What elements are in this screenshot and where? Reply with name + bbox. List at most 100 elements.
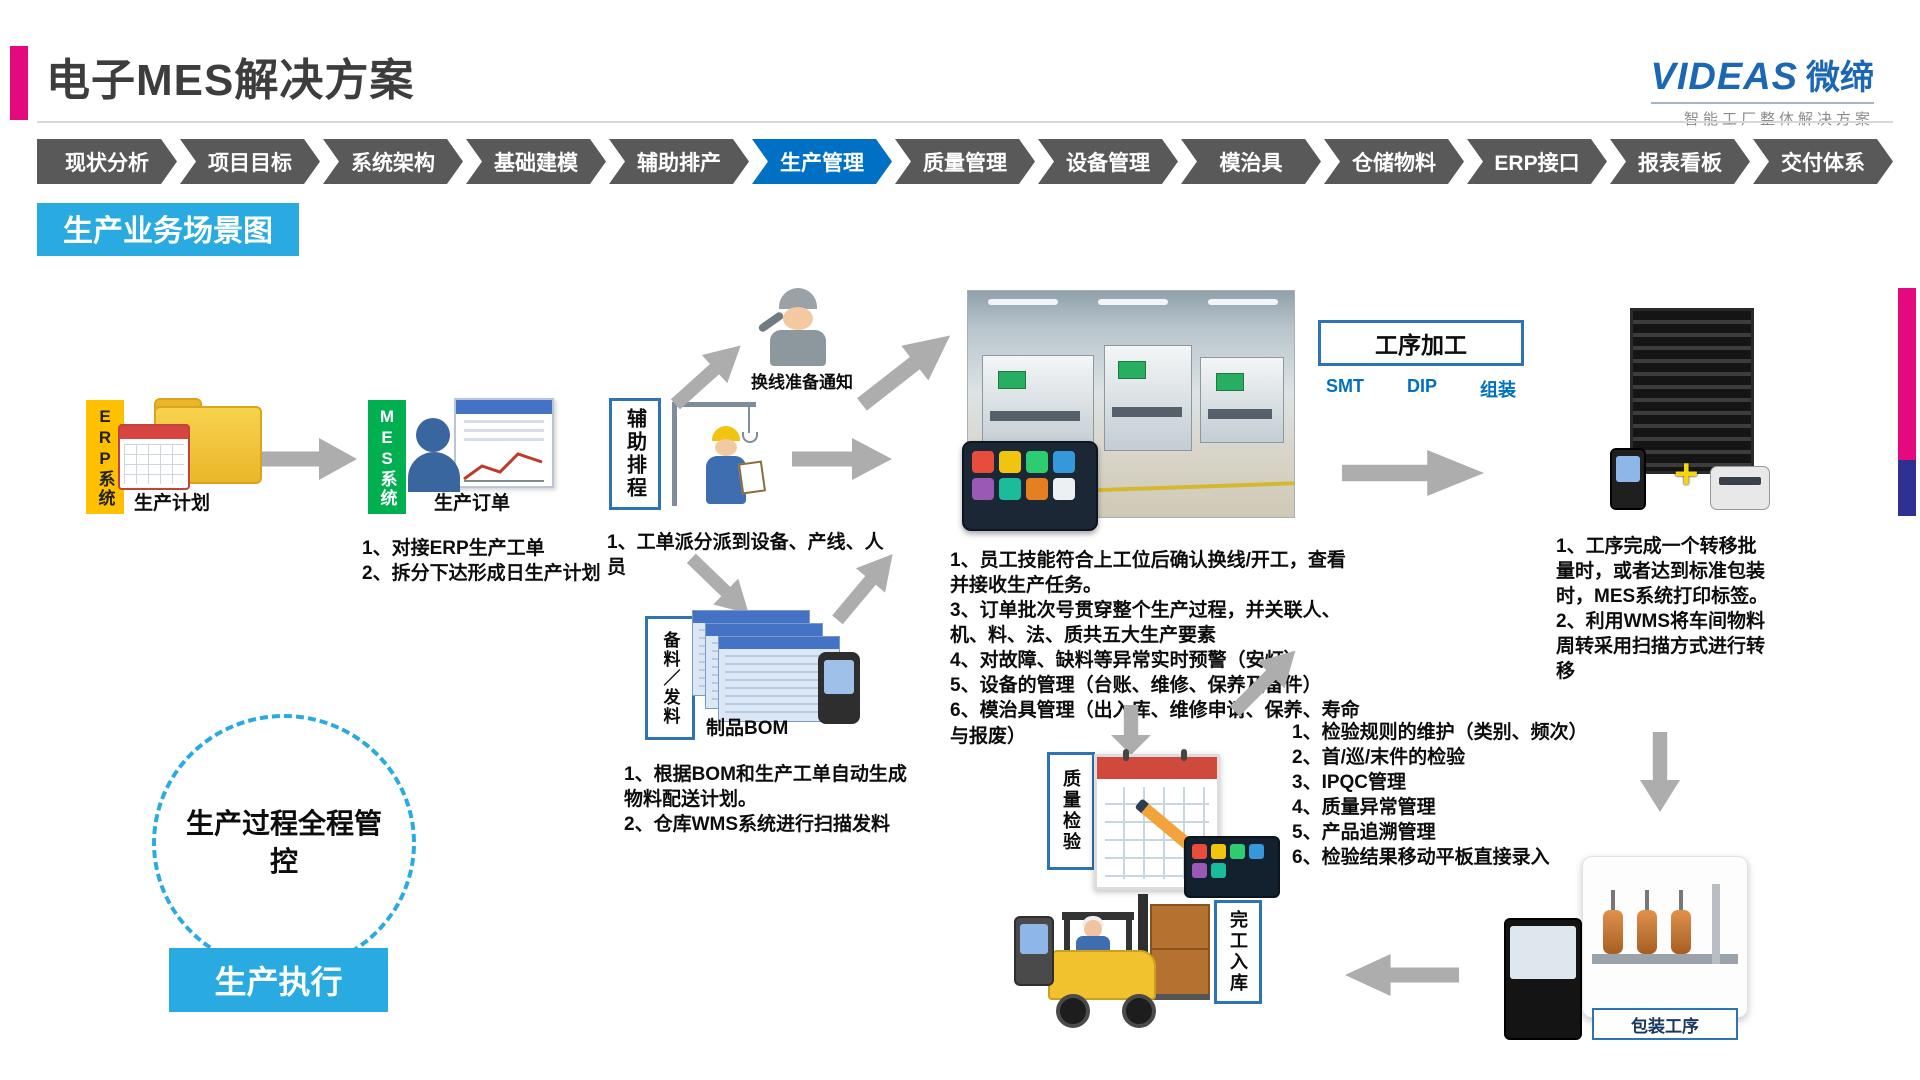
app-tile [1026,451,1048,473]
ceiling-light [988,299,1058,305]
calendar-header [1097,757,1217,779]
production-plan-caption: 生产计划 [134,493,211,514]
tab-basic-modeling[interactable]: 基础建模 [466,139,606,184]
machine-screen [1118,361,1146,379]
tab-aux-scheduling[interactable]: 辅助排产 [609,139,749,184]
person-body-shape [408,452,460,492]
app-tile-grid [1186,838,1278,884]
crane-hook [742,432,758,443]
crane-arm [672,402,756,407]
module-nav: 现状分析 项目目标 系统架构 基础建模 辅助排产 生产管理 质量管理 设备管理 … [37,139,1893,184]
quality-check-image [1094,746,1280,898]
forklift-fork [1138,994,1210,1000]
order-chart-icon [463,452,544,482]
handheld-terminal-icon [1610,448,1646,510]
worker-helmet [712,426,740,441]
arrow-dispatch-to-line [792,438,892,480]
tab-current-status[interactable]: 现状分析 [37,139,177,184]
production-execution-button[interactable]: 生产执行 [169,948,388,1012]
app-tile [999,451,1021,473]
production-order-icon [408,398,568,492]
mes-notes: 1、对接ERP生产工单 2、拆分下达形成日生产计划 [362,538,601,585]
material-notes: 1、根据BOM和生产工单自动生成物料配送计划。 2、仓库WMS系统进行扫描发料 [624,764,907,836]
forklift-image [1014,890,1214,1040]
rack-body [1630,308,1754,474]
brand-logo-cn: 微缔 [1806,59,1874,97]
calendar-icon [118,424,190,490]
machine-screen [1216,373,1244,391]
clipboard-icon [737,460,767,495]
app-tile [1192,844,1207,859]
tab-report-dashboard[interactable]: 报表看板 [1610,139,1750,184]
mes-system-ribbon: MES系统 [368,400,406,514]
app-tile [1249,844,1264,859]
process-step-box: 工序加工 [1318,320,1524,366]
material-issue-box: 备料／发料 [645,616,695,740]
transfer-notes: 1、工序完成一个转移批量时，或者达到标准包装时，MES系统打印标签。 2、利用W… [1556,536,1769,683]
forklift-wheel [1122,994,1156,1028]
stage-dip: DIP [1406,376,1437,396]
page-title: 电子MES解决方案 [46,56,415,105]
worker-face [783,307,813,330]
app-tile [1230,844,1245,859]
edge-pink-bar [1898,288,1916,460]
changeover-worker-icon [755,286,839,366]
tab-production-mgmt[interactable]: 生产管理 [752,139,892,184]
packing-station-image: 包装工序 [1504,856,1748,1040]
process-stages: SMT DIP 组装 [1318,376,1524,402]
forklift-post [1064,918,1070,954]
worker-body [770,330,826,366]
app-tile [972,451,994,473]
magazine-rack-image: + [1610,308,1770,510]
handheld-terminal-icon [1504,918,1582,1040]
tab-erp-interface[interactable]: ERP接口 [1467,139,1607,184]
brand-logo-row: VIDEAS 微缔 [1651,50,1874,99]
brand-logo-text: VIDEAS [1650,56,1798,98]
production-plan-icon [118,398,268,490]
tab-delivery-system[interactable]: 交付体系 [1753,139,1893,184]
tab-quality-mgmt[interactable]: 质量管理 [895,139,1035,184]
erp-system-ribbon: ERP系统 [86,400,124,514]
section-title: 生产业务场景图 [37,203,299,256]
quality-check-box: 质量检验 [1047,752,1095,870]
smt-machine-shape [982,355,1094,449]
worker-helmet [779,288,817,309]
arrow-rack-to-packing [1640,732,1680,812]
tab-system-architecture[interactable]: 系统架构 [323,139,463,184]
aux-scheduling-notes: 1、工单派分派到设备、产线、人员 [607,532,884,579]
person-icon [416,418,450,452]
brush-stem [1645,890,1649,912]
document-lines [464,420,544,444]
crane-mast [672,402,677,506]
app-tile [1053,478,1075,500]
tab-project-goals[interactable]: 项目目标 [180,139,320,184]
arrow-packing-to-warehouse [1345,954,1459,996]
conveyor-brush [1603,910,1623,954]
worker-face [715,439,737,456]
brush-stem [1611,890,1615,912]
process-control-text: 生产过程全程管控 [185,808,382,877]
app-tile [1053,451,1075,473]
order-document-icon [454,398,554,488]
plus-sign: + [1674,450,1699,497]
quality-tablet-icon [1184,836,1280,898]
crane-cable [748,407,750,433]
arrow-erp-to-mes [262,438,357,480]
tab-warehouse-materials[interactable]: 仓储物料 [1324,139,1464,184]
tab-mold-tooling[interactable]: 模治具 [1181,139,1321,184]
edge-blue-bar [1898,460,1916,516]
machine-screen [998,371,1026,389]
machine-slot [1208,409,1272,419]
app-tile [1211,863,1226,878]
production-mgmt-notes: 1、员工技能符合上工位后确认换线/开工，查看并接收生产任务。 3、订单批次号贯穿… [950,550,1360,747]
app-tile [1211,844,1226,859]
calendar-ring [1181,749,1187,761]
stage-assembly: 组装 [1479,380,1516,400]
driver-head [1084,920,1102,938]
stage-smt: SMT [1326,376,1364,396]
app-tile [1026,478,1048,500]
brush-stem [1679,890,1683,912]
bom-screenshot: 制品BOM [692,610,860,739]
tab-equipment-mgmt[interactable]: 设备管理 [1038,139,1178,184]
calendar-header [120,426,188,439]
